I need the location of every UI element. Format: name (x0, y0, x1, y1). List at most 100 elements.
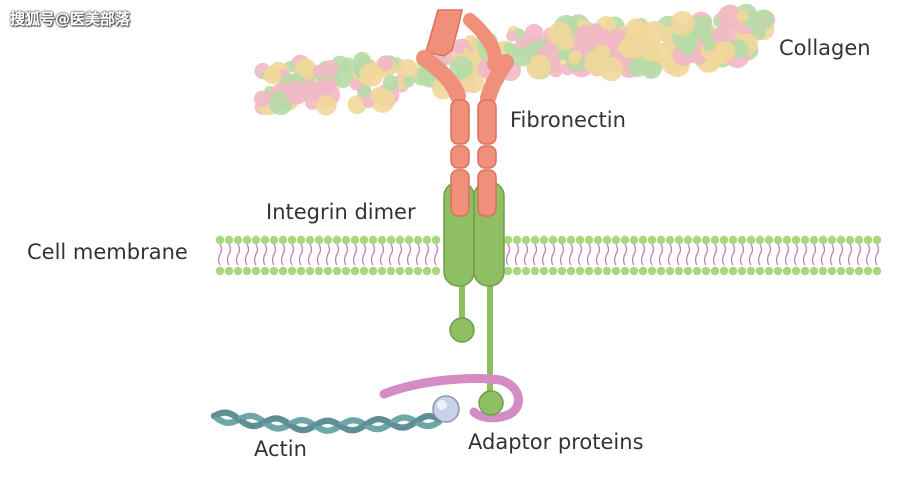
lipid-tail (523, 243, 529, 266)
lipid-head (638, 235, 648, 245)
collagen-blob (573, 25, 600, 51)
lipid-head (359, 266, 369, 276)
collagen-blob (253, 90, 271, 107)
lipid-head (665, 266, 675, 276)
lipid-head (323, 266, 333, 276)
lipid-head (683, 266, 693, 276)
lipid-head (530, 266, 540, 276)
lipid-tail (631, 243, 637, 266)
lipid-tail (604, 243, 610, 266)
lipid-tail (730, 243, 736, 266)
lipid-head (323, 235, 333, 245)
lipid-head (341, 235, 351, 245)
lipid-head (692, 266, 702, 276)
lipid-tail (802, 243, 808, 266)
collagen-blob (670, 10, 695, 36)
lipid-head (332, 266, 342, 276)
lipid-tail (532, 243, 538, 266)
lipid-head (386, 266, 396, 276)
lipid-head (854, 235, 864, 245)
lipid-tail (352, 243, 358, 266)
collagen-blob (284, 80, 309, 105)
lipid-head (710, 266, 720, 276)
lipid-head (287, 266, 297, 276)
lipid-head (539, 266, 549, 276)
collagen-fiber (253, 3, 776, 116)
collagen-blob (526, 54, 551, 80)
fibronectin-left-domain-1 (450, 99, 470, 145)
lipid-head (341, 266, 351, 276)
lipid-head (269, 266, 279, 276)
collagen-blob (377, 55, 394, 72)
lipid-head (233, 266, 243, 276)
collagen-blob (359, 62, 384, 87)
fibronectin-left-arm (416, 50, 466, 104)
lipid-head (602, 235, 612, 245)
lipid-head (242, 266, 252, 276)
lipid-tail (307, 243, 313, 266)
lipid-head (692, 235, 702, 245)
lipid-head (863, 266, 873, 276)
lipid-tail (784, 243, 790, 266)
collagen-blob (736, 10, 749, 23)
lipid-tail (289, 243, 295, 266)
lipid-tail (685, 243, 691, 266)
lipid-head (728, 235, 738, 245)
lipid-head (395, 266, 405, 276)
lipid-head (260, 266, 270, 276)
lipid-tail (694, 243, 700, 266)
collagen-blob (511, 46, 532, 67)
lipid-head (647, 235, 657, 245)
label-actin: Actin (254, 437, 307, 461)
lipid-tail (757, 243, 763, 266)
collagen-blob (717, 5, 743, 30)
fibronectin-left-domain-2 (450, 145, 470, 169)
lipid-tail (667, 243, 673, 266)
lipid-head (395, 235, 405, 245)
lipid-head (521, 235, 531, 245)
lipid-head (368, 266, 378, 276)
lipid-head (557, 235, 567, 245)
lipid-head (359, 235, 369, 245)
lipid-head (296, 235, 306, 245)
fibronectin-left-domain-3 (450, 169, 470, 217)
lipid-tail (244, 243, 250, 266)
lipid-head (719, 266, 729, 276)
label-collagen: Collagen (779, 36, 871, 60)
lipid-head (512, 235, 522, 245)
lipid-head (296, 266, 306, 276)
collagen-blob (571, 50, 582, 61)
lipid-head (251, 235, 261, 245)
lipid-head (503, 235, 513, 245)
lipid-tail (235, 243, 241, 266)
lipid-head (647, 266, 657, 276)
lipid-head (782, 266, 792, 276)
lipid-head (404, 266, 414, 276)
lipid-tail (298, 243, 304, 266)
lipid-tail (388, 243, 394, 266)
lipid-head (674, 235, 684, 245)
collagen-blob (703, 39, 716, 52)
collagen-blob (557, 49, 569, 60)
lipid-head (701, 266, 711, 276)
fibronectin-right-domain-2 (477, 145, 497, 169)
lipid-head (746, 266, 756, 276)
lipid-tail (766, 243, 772, 266)
lipid-tail (406, 243, 412, 266)
lipid-tail (703, 243, 709, 266)
label-cell-membrane: Cell membrane (27, 240, 188, 264)
lipid-head (728, 266, 738, 276)
lipid-head (314, 235, 324, 245)
lipid-tail (433, 243, 439, 266)
lipid-tail (811, 243, 817, 266)
lipid-head (818, 266, 828, 276)
lipid-head (368, 235, 378, 245)
lipid-head (332, 235, 342, 245)
lipid-head (584, 266, 594, 276)
lipid-head (287, 235, 297, 245)
lipid-tail (370, 243, 376, 266)
lipid-head (602, 266, 612, 276)
collagen-blob (711, 27, 728, 44)
lipid-head (809, 266, 819, 276)
